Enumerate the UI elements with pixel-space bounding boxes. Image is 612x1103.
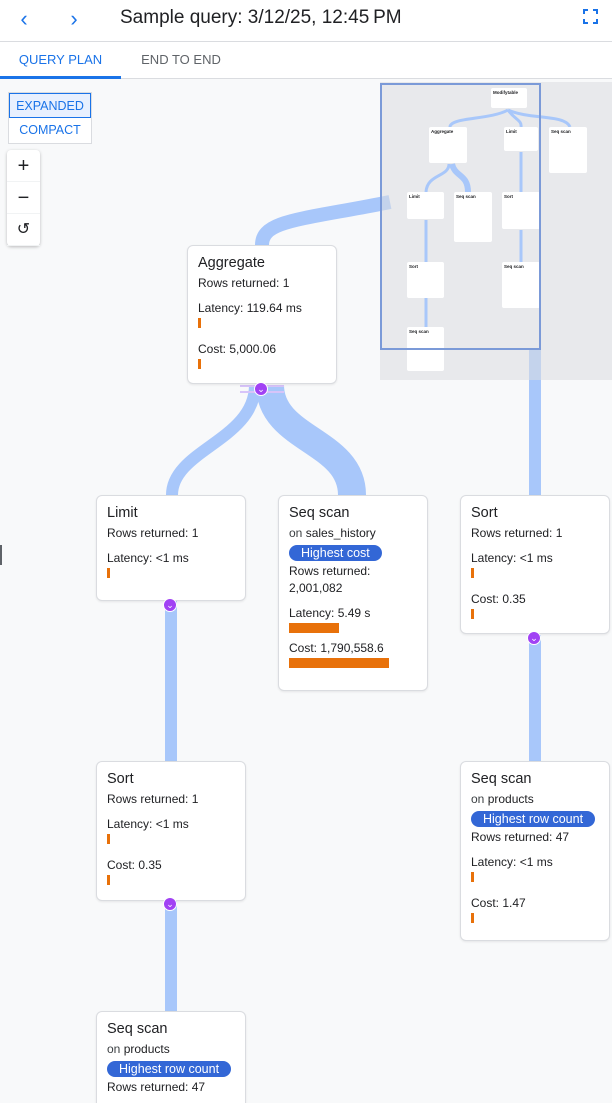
table-name: products [487, 792, 534, 806]
latency-bar [471, 872, 474, 882]
scroll-handle[interactable] [0, 545, 2, 565]
chevron-right-icon: › [70, 6, 78, 31]
back-button[interactable]: ‹ [10, 6, 38, 34]
plan-node-aggregate[interactable]: Aggregate Rows returned: 1 Latency: 119.… [187, 245, 337, 384]
chevron-left-icon: ‹ [20, 6, 28, 31]
latency-bar [289, 623, 339, 633]
minimap-node: Sort [502, 192, 540, 229]
minimap-viewport[interactable] [380, 83, 541, 350]
minimap-node: Limit [407, 192, 444, 219]
page-title: Sample query: 3/12/25, 12:45 PM [120, 7, 402, 28]
plan-node-seq-scan-sales-history[interactable]: Seq scan on sales_history Highest cost R… [278, 495, 428, 691]
table-name: products [123, 1042, 170, 1056]
latency-bar [107, 568, 110, 578]
reset-zoom-button[interactable]: ↺ [7, 214, 40, 246]
on-label: on [471, 792, 485, 806]
node-title: Aggregate [198, 255, 265, 271]
tab-query-plan[interactable]: QUERY PLAN [0, 42, 121, 79]
expand-chevron-icon[interactable]: ⌄ [163, 598, 177, 612]
table-name: sales_history [305, 526, 376, 540]
node-title: Limit [107, 505, 138, 521]
reset-icon: ↺ [16, 221, 31, 238]
node-title: Seq scan [471, 771, 532, 787]
forward-button[interactable]: › [60, 6, 88, 34]
cost-bar [471, 609, 474, 619]
plan-node-seq-scan-products-bottom[interactable]: Seq scan on products Highest row count R… [96, 1011, 246, 1103]
latency: Latency: <1 ms [107, 817, 189, 831]
minimap-node: Limit [504, 127, 538, 151]
zoom-controls: + − ↺ [7, 150, 40, 246]
zoom-out-button[interactable]: − [7, 182, 40, 214]
latency: Latency: <1 ms [107, 551, 189, 565]
cost-bar [471, 913, 474, 923]
latency-bar [198, 318, 201, 328]
cost: Cost: 1,790,558.6 [289, 641, 384, 655]
edge-aggregate-seqscan [256, 383, 366, 497]
cost-bar [289, 658, 389, 668]
status-badge: Highest cost [289, 545, 382, 561]
rows-returned-value: 2,001,082 [289, 581, 343, 595]
minimap[interactable]: Modifytable Aggregate Limit Seq scan Lim… [380, 82, 612, 380]
rows-returned: Rows returned: 1 [107, 792, 199, 806]
minimap-node: Aggregate [429, 127, 467, 163]
latency: Latency: <1 ms [471, 855, 553, 869]
rows-returned-label: Rows returned: [289, 564, 371, 578]
status-badge: Highest row count [471, 811, 596, 827]
node-title: Seq scan [107, 1021, 168, 1037]
latency: Latency: <1 ms [471, 551, 553, 565]
tab-bar: QUERY PLAN END TO END [0, 42, 612, 79]
plan-node-limit[interactable]: Limit Rows returned: 1 Latency: <1 ms [96, 495, 246, 601]
rows-returned: Rows returned: 1 [471, 526, 563, 540]
node-title: Sort [107, 771, 134, 787]
expanded-button[interactable]: EXPANDED [9, 93, 91, 118]
rows-returned: Rows returned: 1 [107, 526, 199, 540]
view-mode-toggle: EXPANDED COMPACT [8, 92, 92, 144]
cost-bar [198, 359, 201, 369]
node-title: Sort [471, 505, 498, 521]
zoom-in-button[interactable]: + [7, 150, 40, 182]
edge-aggregate-parent [255, 195, 392, 246]
minimap-node: Sort [407, 262, 444, 298]
rows-returned: Rows returned: 1 [198, 276, 290, 290]
cost: Cost: 0.35 [471, 592, 526, 606]
expand-chevron-icon[interactable]: ⌄ [254, 382, 268, 396]
latency: Latency: 119.64 ms [198, 301, 302, 315]
edge-aggregate-limit [166, 384, 261, 496]
plan-node-sort-right[interactable]: Sort Rows returned: 1 Latency: <1 ms Cos… [460, 495, 610, 634]
cost: Cost: 5,000.06 [198, 342, 277, 356]
minimap-node: Seq scan [549, 127, 587, 173]
on-label: on [289, 526, 303, 540]
expand-chevron-icon[interactable]: ⌄ [163, 897, 177, 911]
expand-chevron-icon[interactable]: ⌄ [527, 631, 541, 645]
plan-node-sort-left[interactable]: Sort Rows returned: 1 Latency: <1 ms Cos… [96, 761, 246, 901]
cost: Cost: 0.35 [107, 858, 162, 872]
fullscreen-icon[interactable] [583, 9, 598, 24]
plan-node-seq-scan-products-right[interactable]: Seq scan on products Highest row count R… [460, 761, 610, 941]
on-label: on [107, 1042, 121, 1056]
latency-bar [107, 834, 110, 844]
minimap-node: Seq scan [454, 192, 492, 242]
cost-bar [107, 875, 110, 885]
latency-bar [471, 568, 474, 578]
tab-end-to-end[interactable]: END TO END [141, 52, 221, 67]
minimap-node: Modifytable [491, 88, 527, 108]
minimap-node: Seq scan [502, 262, 540, 308]
status-badge: Highest row count [107, 1061, 232, 1077]
header: ‹ › Sample query: 3/12/25, 12:45 PM [0, 0, 612, 42]
compact-button[interactable]: COMPACT [19, 123, 81, 137]
cost: Cost: 1.47 [471, 896, 526, 910]
latency: Latency: 5.49 s [289, 606, 371, 620]
node-title: Seq scan [289, 505, 350, 521]
minimap-edges [424, 108, 572, 327]
rows-returned: Rows returned: 47 [107, 1080, 206, 1094]
rows-returned: Rows returned: 47 [471, 830, 570, 844]
plan-canvas[interactable]: EXPANDED COMPACT + − ↺ Aggregate Rows re… [0, 80, 612, 1103]
